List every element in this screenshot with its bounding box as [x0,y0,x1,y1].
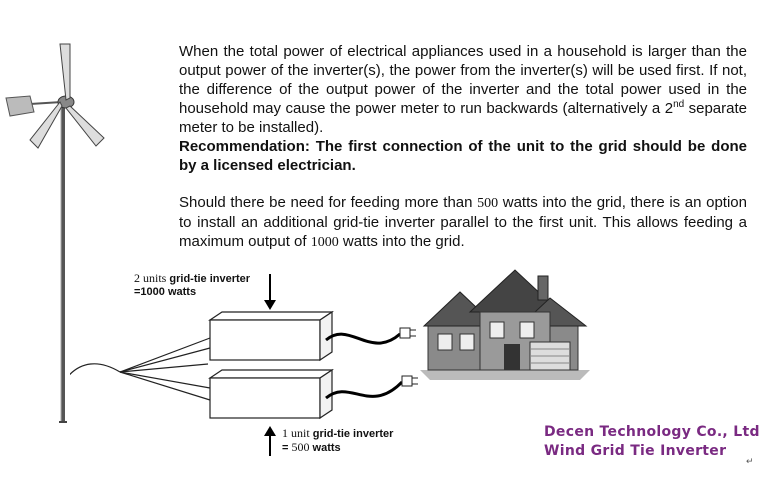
recommendation-text: Recommendation: The first connection of … [179,138,747,174]
house-illustration [420,269,590,380]
inverter-box-bottom [209,377,321,419]
watts-1000: 1000 [310,235,339,250]
ordinal-superscript: nd [673,99,685,110]
turbine-cable [70,363,121,376]
paragraph1-text-end: separate meter to be installed). [179,100,747,136]
one-unit-name: grid-tie inverter [309,428,394,440]
watts-500: 500 [477,196,499,211]
inverter-wiring-diagram [70,274,418,456]
one-unit-watts-num: 500 [291,440,310,454]
wind-turbine-illustration [5,43,105,423]
inverter-box-top-face [208,311,334,321]
two-units-name: grid-tie inverter [166,273,251,285]
paragraph2-text-mid: watts into the grid, there is an option … [179,194,747,250]
two-units-watts: =1000 watts [134,286,197,298]
paragraph2-text: Should there be need for feeding more th… [179,194,478,211]
explanation-paragraph: When the total power of electrical appli… [179,42,747,175]
one-unit-watts-unit: watts [309,442,341,454]
one-unit-count: 1 unit [282,426,310,440]
paragraph2-text-end: watts into the grid. [338,233,465,250]
two-units-label: 2 units grid-tie inverter =1000 watts [134,272,250,299]
paragraph1-text: When the total power of electrical appli… [179,43,747,117]
return-mark: ↵ [746,456,754,466]
one-unit-label: 1 unit grid-tie inverter = 500 watts [282,427,393,455]
one-unit-eq: = [282,442,292,454]
parallel-install-paragraph: Should there be need for feeding more th… [179,193,747,252]
product-name: Wind Grid Tie Inverter [544,443,727,459]
two-units-count: 2 units [134,271,167,285]
company-name: Decen Technology Co., Ltd [544,424,760,440]
